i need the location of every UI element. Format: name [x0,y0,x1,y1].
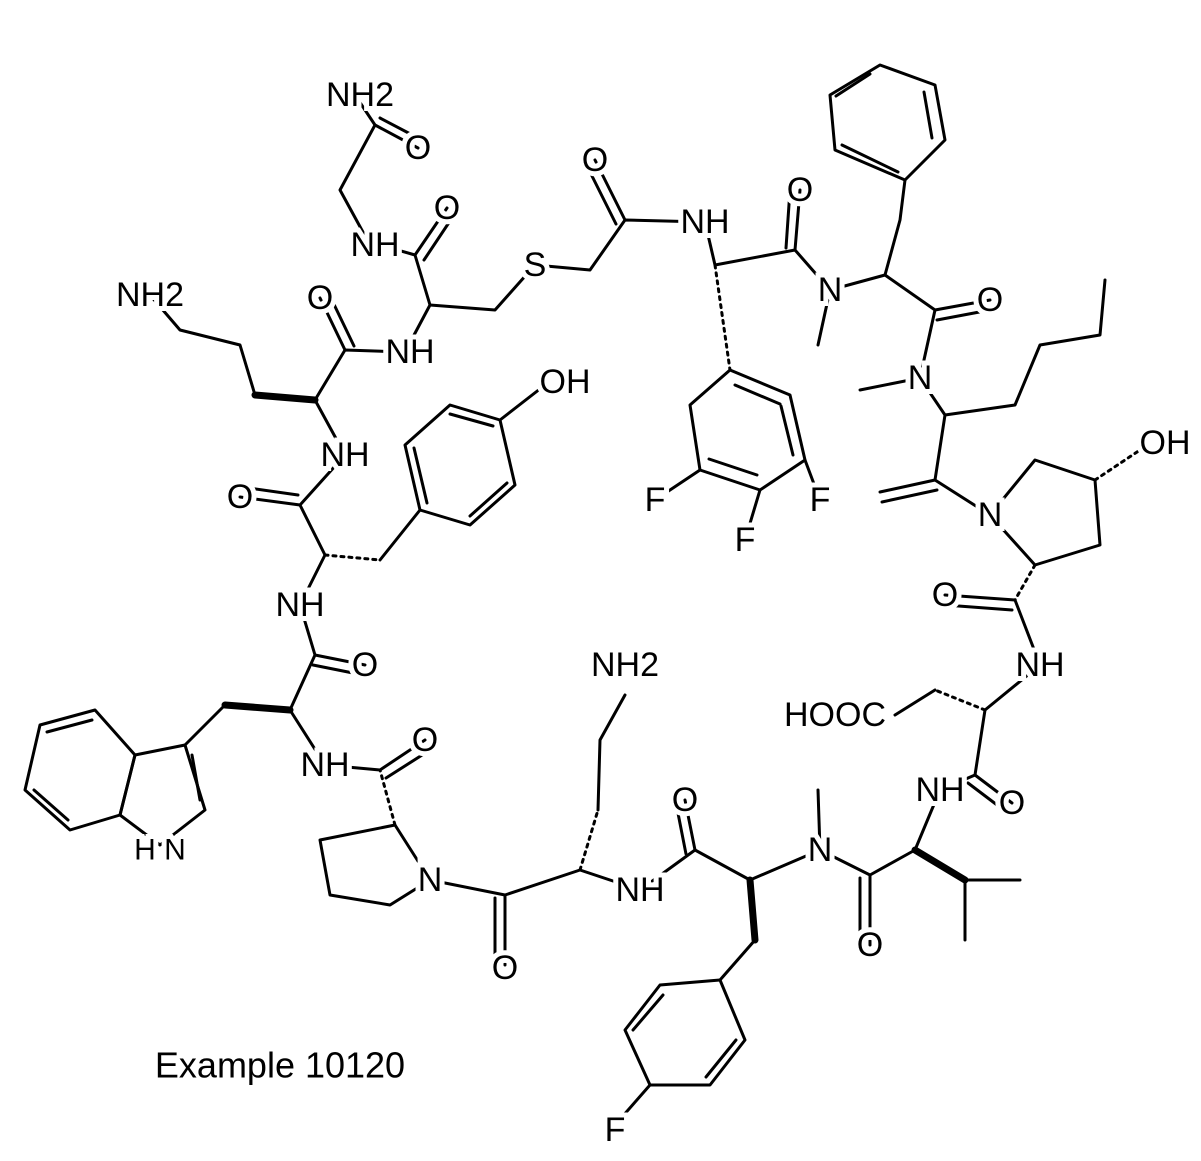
atom-label: N [908,359,933,397]
atom-label: N [978,496,1003,534]
atom-label: N [818,271,843,309]
atom-label: N [808,831,833,869]
atom-label: O [352,646,378,684]
atom-label: N [418,861,443,899]
atom-label: F [645,481,666,519]
atom-label: O [857,926,883,964]
atom-label: O [977,281,1003,319]
atom-label: F [735,521,756,559]
atom-label: HOOC [784,696,886,734]
atom-label: NH [915,771,964,809]
atom-label: OH [1140,424,1191,462]
atom-label: H N [134,834,186,867]
bonds [25,65,1140,1125]
atom-label: NH2 [591,646,659,684]
example-caption: Example 10120 [155,1045,405,1086]
atom-label: S [524,246,547,284]
atom-label: NH [320,436,369,474]
atom-label: NH [300,746,349,784]
atom-label: NH [680,203,729,241]
atom-label: F [810,481,831,519]
atom-label: O [412,721,438,759]
atom-label: O [672,781,698,819]
atom-label: O [307,279,333,317]
atom-label: NH [350,226,399,264]
atom-label: F [605,1111,626,1149]
atom-label: O [582,141,608,179]
atom-label: O [492,949,518,987]
atom-label: OH [540,363,591,401]
atom-label: NH2 [326,76,394,114]
atom-label: NH2 [116,276,184,314]
atom-label: O [434,189,460,227]
atom-label: O [787,171,813,209]
atom-label: NH [615,871,664,909]
atom-label: O [999,784,1025,822]
atom-label: NH [275,586,324,624]
atom-label: O [227,478,253,516]
atom-label: NH [1015,646,1064,684]
atom-label: NH [385,333,434,371]
atom-label: O [405,129,431,167]
atom-label: O [932,576,958,614]
atom-labels: NH2 O NH O S O NH O N O N OH N OH NH2 O … [116,76,1191,1149]
